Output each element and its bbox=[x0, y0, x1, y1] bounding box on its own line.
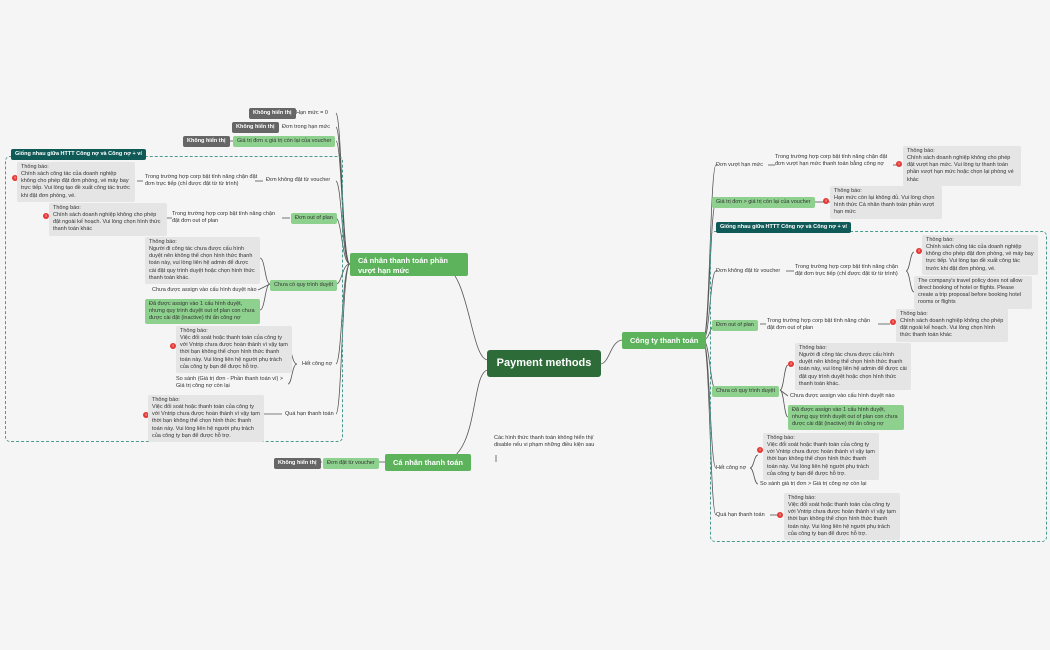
root-node[interactable]: Payment methods bbox=[487, 350, 601, 377]
note-thong-bao-5: Thông báo: Việc đối soát hoặc thanh toán… bbox=[148, 395, 264, 442]
alert-icon: ! bbox=[890, 319, 896, 325]
node-chua-co-quy-trinh-r[interactable]: Chưa có quy trình duyệt bbox=[712, 386, 780, 398]
note-thong-bao-voucher: Thông báo: Hạn mức còn lại không đủ. Vui… bbox=[830, 186, 942, 219]
node-het-cong-no[interactable]: Hết công nợ bbox=[302, 361, 333, 367]
node-don-dat-voucher[interactable]: Đơn đặt từ voucher bbox=[323, 458, 379, 470]
note-thong-bao-2: Thông báo: Chính sách doanh nghiệp không… bbox=[49, 203, 167, 236]
tag-khong-hien-thi-2: Không hiển thị bbox=[232, 122, 279, 134]
tag-khong-hien-thi-4: Không hiển thị bbox=[274, 458, 321, 470]
root-label: Payment methods bbox=[496, 357, 592, 370]
note-thong-bao-3: Thông báo: Người đi công tác chưa được c… bbox=[145, 237, 260, 284]
note-thong-bao-1: Thông báo: Chính sách công tác của doanh… bbox=[17, 162, 135, 202]
alert-icon: ! bbox=[170, 343, 176, 349]
node-so-sanh: So sánh (Giá trị đơn - Phần thanh toán v… bbox=[176, 376, 284, 390]
node-het-cong-no-r[interactable]: Hết công nợ bbox=[716, 465, 747, 471]
node-so-sanh-r: So sánh giá trị đơn > Giá trị công nợ cò… bbox=[760, 481, 867, 487]
node-han-muc-0[interactable]: Hạn mức = 0 bbox=[296, 110, 328, 116]
branch-ca-nhan-vuot-han-muc[interactable]: Cá nhân thanh toán phần vượt hạn mức bbox=[350, 253, 468, 276]
tag-khong-hien-thi-3: Không hiển thị bbox=[183, 136, 230, 148]
node-qua-han-r[interactable]: Quá hạn thanh toán bbox=[716, 512, 765, 518]
note-thong-bao-vuot: Thông báo: Chính sách doanh nghiệp không… bbox=[903, 146, 1021, 186]
alert-icon: ! bbox=[896, 161, 902, 167]
node-da-duoc-assign: Đã được assign vào 1 cấu hình duyệt, như… bbox=[145, 299, 260, 325]
note-thong-bao-1-r: Thông báo: Chính sách công tác của doanh… bbox=[922, 235, 1038, 275]
node-chua-duoc-assign-r: Chưa được assign vào cấu hình duyệt nào bbox=[790, 393, 895, 399]
note-thong-bao-5-r: Thông báo: Việc đối soát hoặc thanh toán… bbox=[784, 493, 900, 540]
note-thong-bao-4-r: Thông báo: Việc đối soát hoặc thanh toán… bbox=[763, 433, 879, 480]
alert-icon: ! bbox=[12, 175, 18, 181]
note-policy-en: The company's travel policy does not all… bbox=[914, 276, 1032, 309]
node-gia-tri-le-voucher[interactable]: Giá trị đơn ≤ giá trị còn lại của vouche… bbox=[233, 136, 336, 148]
node-don-vuot-han-muc[interactable]: Đơn vượt hạn mức bbox=[716, 162, 763, 168]
right-group-label: Giống nhau giữa HTTT Công nợ và Công nợ … bbox=[716, 222, 851, 234]
node-chua-duoc-assign: Chưa được assign vào cấu hình duyệt nào bbox=[152, 287, 257, 293]
node-qua-han[interactable]: Quá hạn thanh toán bbox=[285, 411, 334, 417]
branch-cong-ty-thanh-toan[interactable]: Công ty thanh toán bbox=[622, 332, 707, 349]
node-don-khong-dat-voucher-r[interactable]: Đơn không đặt từ voucher bbox=[716, 268, 781, 274]
alert-icon: ! bbox=[823, 198, 829, 204]
branch-ca-nhan-thanh-toan[interactable]: Cá nhân thanh toán bbox=[385, 454, 471, 471]
center-note: Các hình thức thanh toán không hiển thị/… bbox=[494, 435, 595, 449]
alert-icon: ! bbox=[788, 361, 794, 367]
node-trong-truong-hop-2: Trong trường hợp corp bật tính năng chặn… bbox=[172, 211, 276, 225]
right-group-container bbox=[710, 231, 1047, 542]
left-group-label: Giống nhau giữa HTTT Công nợ và Công nợ … bbox=[11, 149, 146, 161]
node-trong-truong-hop-1-r: Trong trường hợp corp bật tính năng chặn… bbox=[795, 264, 899, 278]
alert-icon: ! bbox=[143, 412, 149, 418]
note-thong-bao-4: Thông báo: Việc đối soát hoặc thanh toán… bbox=[176, 326, 292, 373]
node-trong-truong-hop-1: Trong trường hợp corp bật tính năng chặn… bbox=[145, 174, 258, 188]
node-chua-co-quy-trinh[interactable]: Chưa có quy trình duyệt bbox=[270, 280, 338, 292]
tag-khong-hien-thi-1: Không hiển thị bbox=[249, 108, 296, 120]
node-trong-truong-hop-2-r: Trong trường hợp corp bật tính năng chặn… bbox=[767, 318, 871, 332]
node-da-duoc-assign-r: Đã được assign vào 1 cấu hình duyệt, như… bbox=[788, 405, 904, 431]
alert-icon: ! bbox=[777, 512, 783, 518]
node-don-out-of-plan[interactable]: Đơn out of plan bbox=[291, 213, 337, 225]
note-thong-bao-3-r: Thông báo: Người đi công tác chưa được c… bbox=[795, 343, 911, 390]
node-don-khong-dat-voucher[interactable]: Đơn không đặt từ voucher bbox=[266, 177, 331, 183]
node-don-trong-han-muc[interactable]: Đơn trong hạn mức bbox=[282, 124, 330, 130]
alert-icon: ! bbox=[43, 213, 49, 219]
note-thong-bao-2-r: Thông báo: Chính sách doanh nghiệp không… bbox=[896, 309, 1008, 342]
node-don-out-of-plan-r[interactable]: Đơn out of plan bbox=[712, 320, 758, 332]
alert-icon: ! bbox=[757, 447, 763, 453]
alert-icon: ! bbox=[916, 248, 922, 254]
node-gia-tri-gt-voucher[interactable]: Giá trị đơn > giá trị còn lại của vouche… bbox=[712, 197, 815, 209]
node-trong-truong-hop-vuot: Trong trường hợp corp bật tính năng chặn… bbox=[775, 154, 888, 168]
